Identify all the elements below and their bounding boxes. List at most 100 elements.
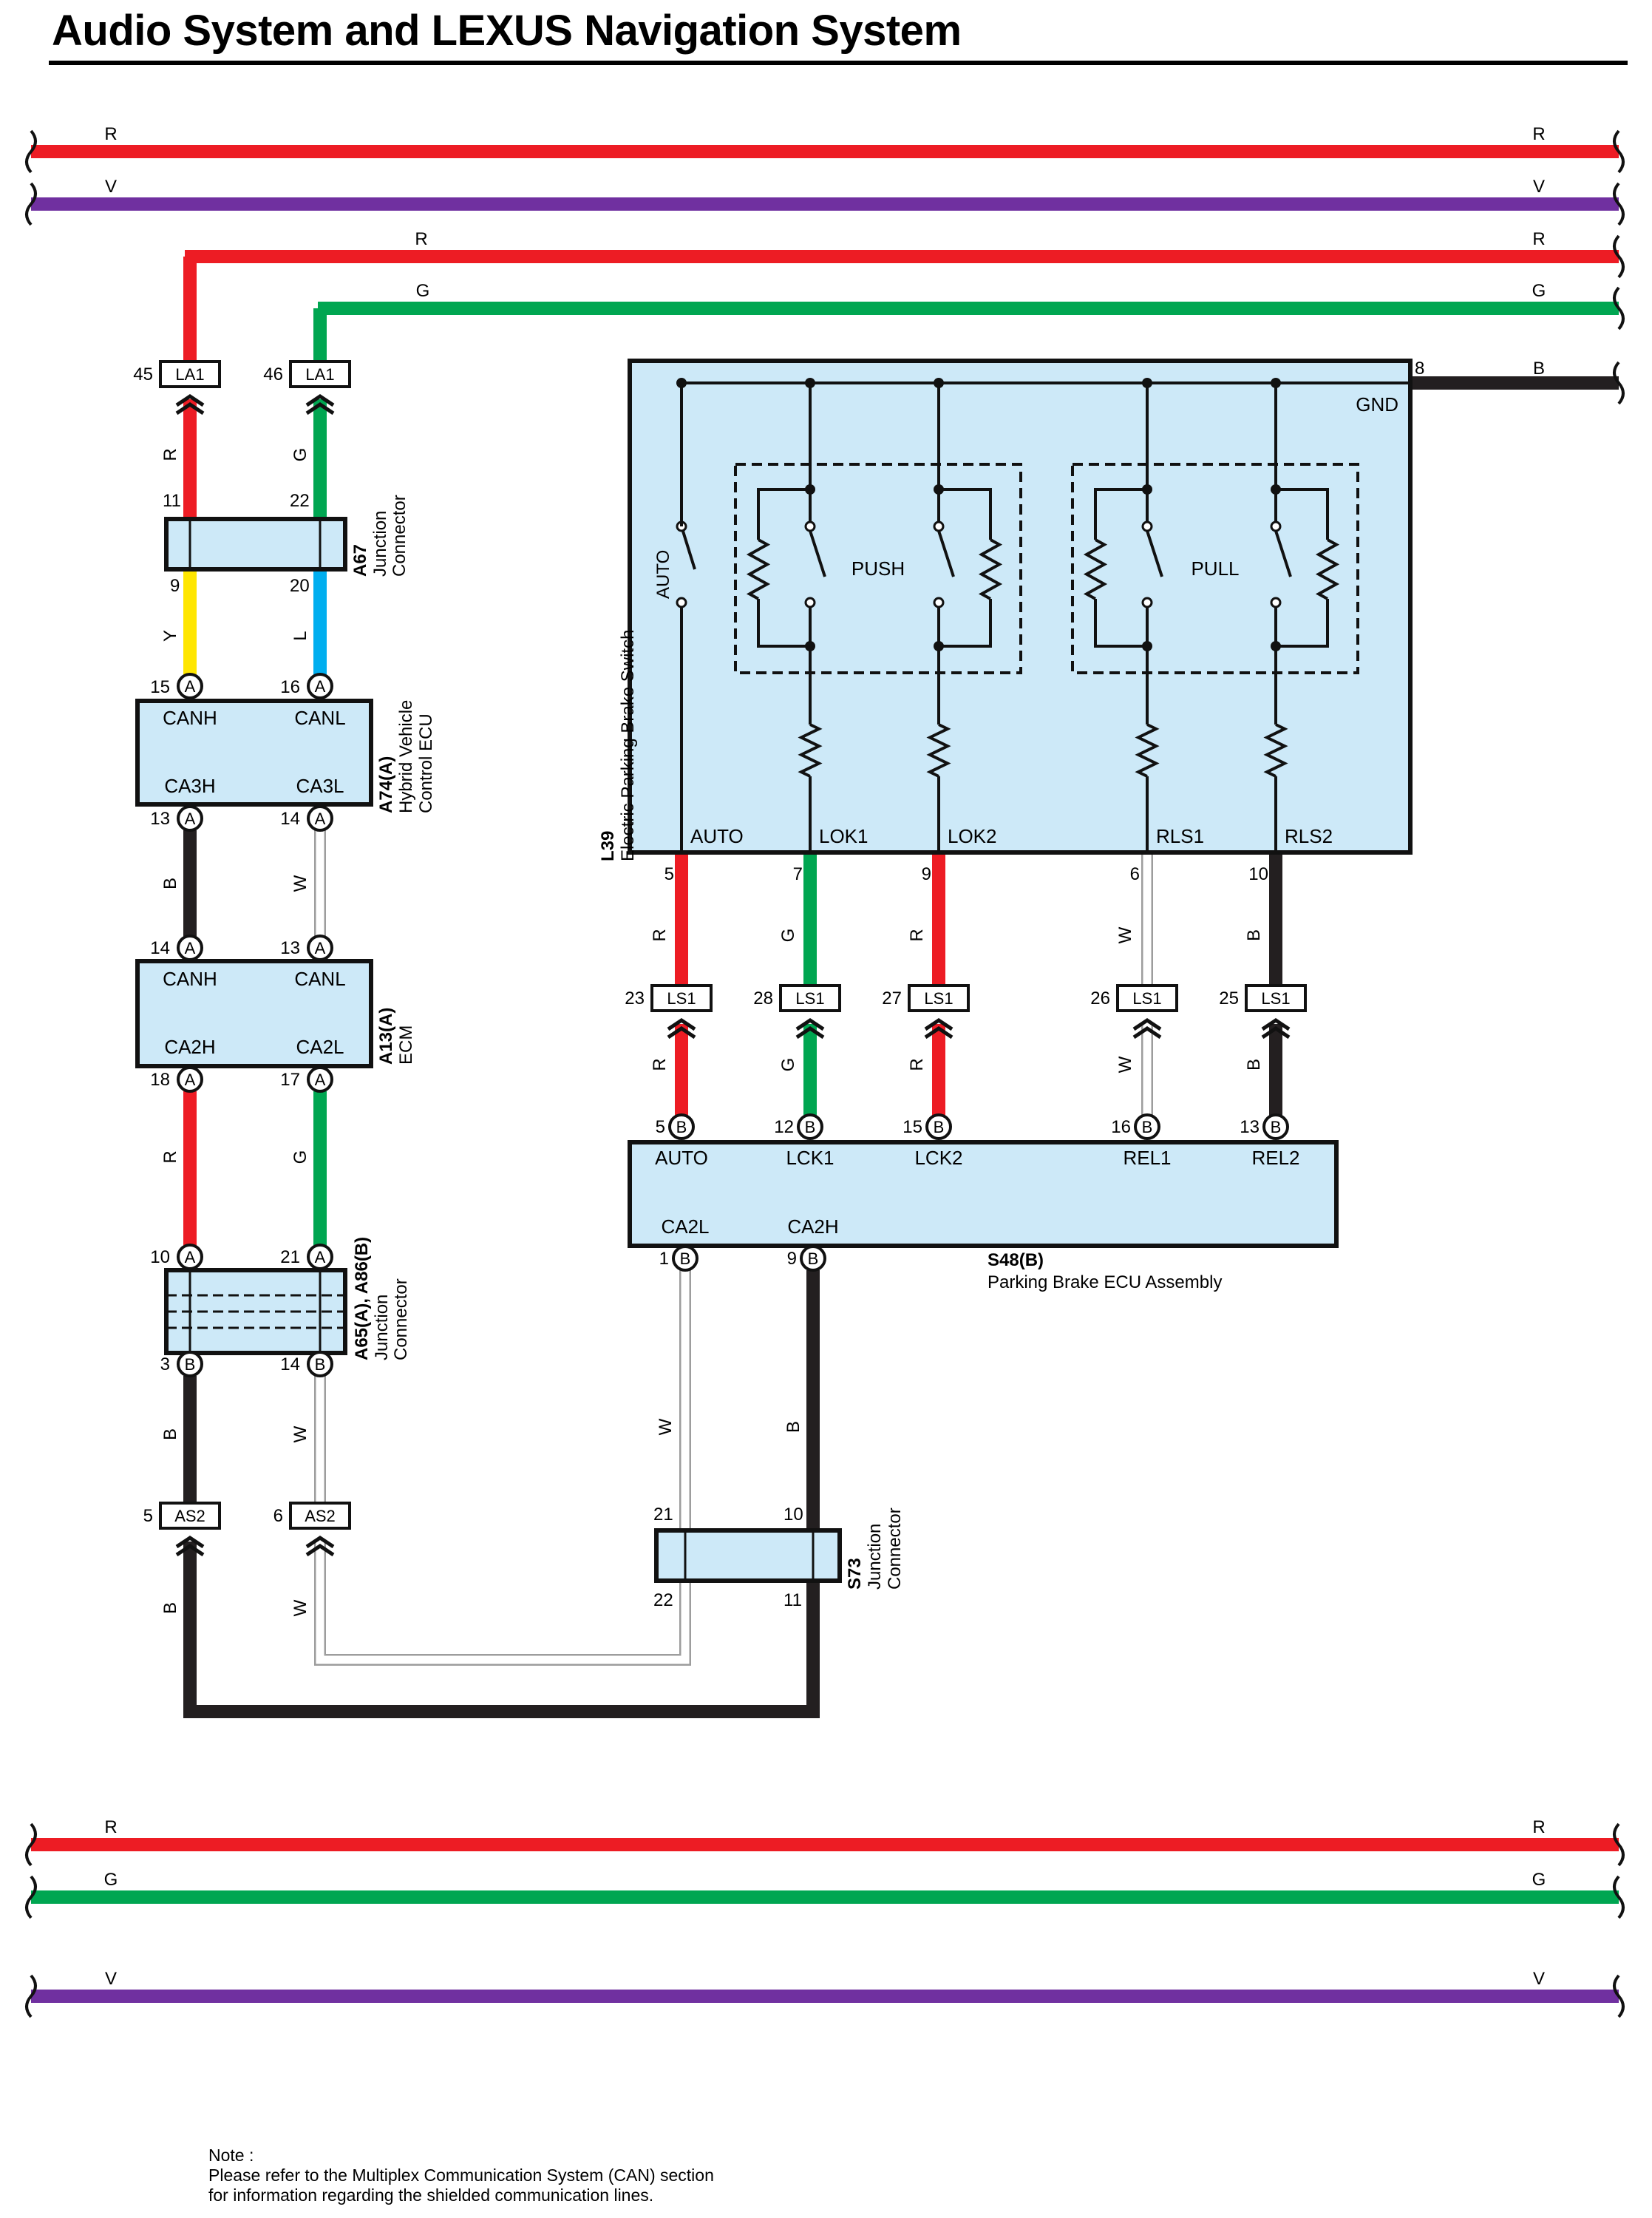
wire-color-label: G xyxy=(290,1150,310,1164)
wire-color-label: W xyxy=(1115,1056,1135,1073)
s48-can-pin-CA2L xyxy=(672,1245,698,1272)
l39-auto-switch-label: AUTO xyxy=(653,550,673,599)
s48-pin-num: 13 xyxy=(1240,1117,1260,1137)
a13-pin-canh-letter: A xyxy=(185,939,196,957)
bus-label-left-1: V xyxy=(105,177,117,197)
s48-pin-REL1 xyxy=(1134,1113,1160,1140)
s48-terminal-LCK1: LCK1 xyxy=(786,1147,834,1169)
s73-code: S73 xyxy=(845,1558,865,1590)
parallel-branch xyxy=(1276,599,1329,648)
wire-color-label: W xyxy=(656,1418,676,1435)
a65-pin-num: 3 xyxy=(160,1354,170,1374)
connector-as2-5-pin: 5 xyxy=(143,1506,153,1526)
l39-code: L39 xyxy=(598,831,618,861)
wire-color-label: W xyxy=(290,875,310,892)
a65-pin-10-letter: A xyxy=(185,1248,196,1266)
a74-pin-canl-letter: A xyxy=(315,677,326,696)
break-left-6 xyxy=(25,1974,37,2018)
series-resistor xyxy=(1263,723,1288,778)
a67-pin: 22 xyxy=(290,491,310,511)
parallel-branch xyxy=(1094,488,1147,540)
chevron xyxy=(305,393,335,407)
a13-pin-ca2l-letter: A xyxy=(315,1071,326,1089)
connector-ls1-28-label: LS1 xyxy=(795,989,824,1008)
a65-pin-21-letter: A xyxy=(315,1248,326,1266)
a65-pin-10 xyxy=(177,1244,203,1270)
wire-color-label: R xyxy=(650,1058,670,1071)
l39-terminal-RLS1: RLS1 xyxy=(1156,825,1204,847)
parallel-resistor xyxy=(978,538,1003,600)
switch-blade xyxy=(1274,530,1292,577)
connector-ls1-23-pin: 23 xyxy=(625,988,645,1008)
page-title: Audio System and LEXUS Navigation System xyxy=(52,7,962,55)
series-resistor xyxy=(798,723,823,778)
connector-ls1-27-chevron xyxy=(924,1017,954,1040)
connector-as2-5-label: AS2 xyxy=(174,1507,205,1525)
l39-pin-RLS2: 10 xyxy=(1248,864,1268,884)
title-rule xyxy=(49,61,1628,65)
a65-pin-num: 10 xyxy=(150,1247,170,1267)
connector-ls1-25 xyxy=(1245,984,1307,1012)
a67-name: Junction xyxy=(370,511,390,577)
switch-contact xyxy=(1141,597,1153,608)
a65-junction-box xyxy=(164,1268,347,1355)
a65-code: A65(A), A86(B) xyxy=(352,1237,372,1360)
chevron xyxy=(795,1025,825,1040)
a13-pin-canl-letter: A xyxy=(315,939,326,957)
bus-label-right-6: V xyxy=(1533,1969,1545,1989)
chevron xyxy=(175,1535,205,1549)
switch-blade xyxy=(937,530,955,577)
a65-pin-3-letter: B xyxy=(185,1355,196,1374)
wire-color-label: B xyxy=(160,1602,180,1614)
switch-blade xyxy=(1146,530,1163,577)
bus-label-left-3: G xyxy=(416,281,430,301)
l39-gnd-label: GND xyxy=(1356,393,1398,416)
a13-term: CANH xyxy=(163,968,217,990)
bus-label-left-6: V xyxy=(105,1969,117,1989)
s48-can-pin-num: 9 xyxy=(787,1249,797,1269)
l39-pin-LOK1: 7 xyxy=(793,864,803,884)
connector-ls1-27-label: LS1 xyxy=(924,989,953,1008)
chevron xyxy=(795,1017,825,1031)
a65-pin-3 xyxy=(177,1351,203,1377)
parallel-branch xyxy=(1094,599,1147,648)
connector-ls1-26 xyxy=(1116,984,1178,1012)
a13-pin-ca2h xyxy=(177,1066,203,1093)
bus-label-left-5: G xyxy=(104,1870,118,1890)
chevron xyxy=(924,1025,954,1040)
connector-ls1-23-chevron xyxy=(667,1017,696,1040)
s48-pin-num: 15 xyxy=(903,1117,922,1137)
break-left-5 xyxy=(25,1875,37,1919)
switch-contact xyxy=(1141,520,1153,532)
wire-color-label: G xyxy=(778,1058,798,1072)
wire-color-label: R xyxy=(650,929,670,941)
l39-pin-AUTO: 5 xyxy=(664,864,674,884)
wire-as2-b-return xyxy=(183,1542,820,1718)
switch-contact xyxy=(804,597,816,608)
s48-terminal-AUTO: AUTO xyxy=(655,1147,708,1169)
bus-label-left-4: R xyxy=(104,1817,117,1837)
chevron xyxy=(305,401,335,416)
a13-pin-canl xyxy=(307,935,333,961)
connector-ls1-28 xyxy=(779,984,841,1012)
chevron xyxy=(667,1017,696,1031)
a74-pin-num: 14 xyxy=(280,809,300,829)
parallel-resistor xyxy=(1315,538,1340,600)
a74-pin-ca3l xyxy=(307,805,333,832)
connector-ls1-27-pin: 27 xyxy=(882,988,902,1008)
switch-contact xyxy=(933,520,945,532)
a13-term: CA2H xyxy=(164,1036,215,1058)
connector-la1-46-chevron xyxy=(305,393,335,416)
connector-ls1-27 xyxy=(908,984,970,1012)
connector-ls1-26-chevron xyxy=(1132,1017,1162,1040)
l39-terminal-RLS2: RLS2 xyxy=(1285,825,1333,847)
l39-name: Electric Parking Brake Switch xyxy=(618,630,638,861)
s48-can-pin-CA2L-letter: B xyxy=(680,1249,691,1268)
a13-pin-num: 14 xyxy=(150,938,170,958)
s73-pin: 10 xyxy=(783,1505,803,1525)
a13-name: ECM xyxy=(396,1025,416,1065)
chevron xyxy=(305,1535,335,1549)
a67-name: Connector xyxy=(390,495,409,577)
wire-color-label: L xyxy=(290,631,310,640)
